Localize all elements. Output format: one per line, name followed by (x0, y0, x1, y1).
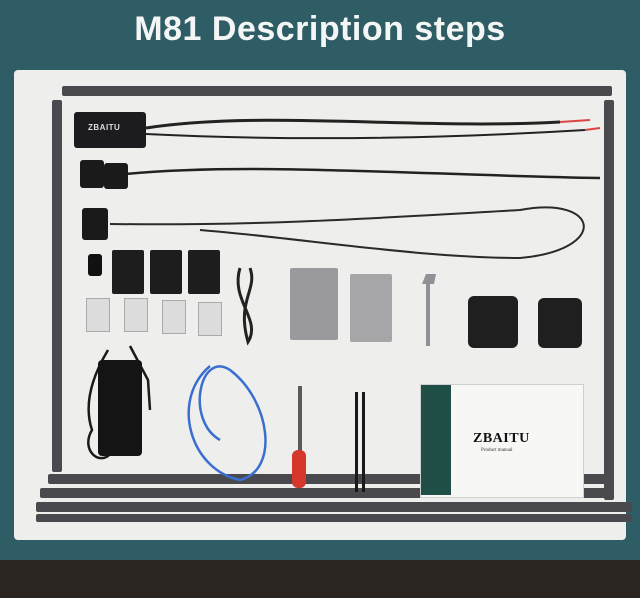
aluminum-rail-bottom-3 (36, 502, 632, 512)
bracket-3 (188, 250, 220, 294)
aluminum-rail-top (62, 86, 612, 96)
manual-subtitle: Product manual (481, 448, 513, 453)
controller-brand-label: ZBAITU (88, 123, 121, 132)
screwdriver-shaft (298, 386, 302, 452)
screw-bag-3 (162, 300, 186, 334)
page-title: M81 Description steps (134, 10, 506, 48)
manual-cover-stripe (421, 385, 451, 495)
aluminum-rail-right (604, 100, 614, 500)
screw-bag-4 (198, 302, 222, 336)
wheel-carriage-right (538, 298, 582, 348)
cable-tie-2 (362, 392, 365, 492)
aluminum-rail-bottom-4 (36, 514, 632, 522)
bracket-1 (112, 250, 144, 294)
limit-switch-board-1 (80, 160, 104, 188)
bracket-2 (150, 250, 182, 294)
laser-controller-board (74, 112, 146, 148)
screw-bag-2 (124, 298, 148, 332)
limit-switch-board-3 (82, 208, 108, 240)
cable-tie-1 (355, 392, 358, 492)
aluminum-plate-2 (350, 274, 392, 342)
limit-switch-board-2 (104, 163, 128, 189)
wrench-tool (422, 274, 436, 346)
aluminum-rail-bottom-2 (40, 488, 610, 498)
screw-bag-1 (86, 298, 110, 332)
cables (87, 118, 601, 482)
aluminum-rail-left (52, 100, 62, 472)
table-surface (0, 560, 640, 598)
manual-brand: ZBAITU (473, 431, 530, 446)
product-manual: ZBAITU Product manual (420, 384, 584, 498)
power-adapter (98, 360, 142, 456)
poster-background: M81 Description steps ZBAITU (0, 0, 640, 560)
screwdriver-handle (292, 450, 306, 488)
aluminum-rail-bottom-1 (48, 474, 608, 484)
wheel-carriage-left (468, 296, 518, 348)
aluminum-plate-1 (290, 268, 338, 340)
usb-module (88, 254, 102, 276)
